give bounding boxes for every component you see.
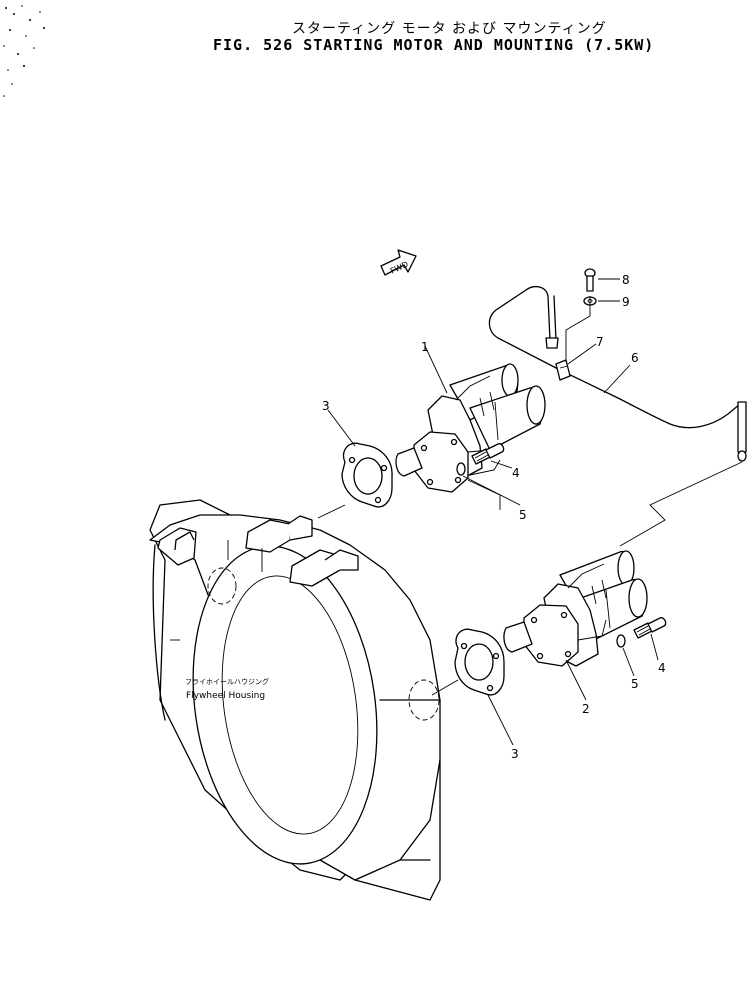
callout-5-lower: 5 [631,677,639,691]
scan-noise [3,5,45,97]
figure-title-english: STARTING MOTOR AND MOUNTING (7.5KW) [303,36,655,54]
figure-number: FIG. 526 [213,36,294,54]
cable [488,285,747,462]
callout-leader-7 [567,343,597,365]
callout-2: 2 [582,702,590,716]
callout-1: 1 [421,340,429,354]
callout-5-upper: 5 [519,508,527,522]
callout-7: 7 [596,335,604,349]
bolt-upper [471,443,505,465]
callout-leader-3b [487,694,514,746]
callout-leader-5a [462,475,521,506]
callout-leader-2 [565,659,587,701]
flywheel-housing [149,499,441,901]
callout-leader-5b [622,647,635,677]
leader-gasket-upper [317,504,346,519]
bolt-lower [633,617,667,639]
connection-line-motor-upper [467,479,501,510]
starting-motor-upper [395,363,546,493]
figure-title: FIG. 526 STARTING MOTOR AND MOUNTING (7.5… [213,36,664,54]
callout-leader-4b [650,633,659,661]
bolt-small [584,268,596,292]
callout-8: 8 [622,273,630,287]
callout-leader-4a [490,460,513,469]
connection-line-motor-lower [619,461,743,547]
washer-upper [456,462,466,476]
callout-4-lower: 4 [658,661,666,675]
connection-line-clip [565,296,591,362]
callout-4-upper: 4 [512,466,520,480]
callout-9: 9 [622,295,630,309]
housing-label-english: Flywheel Housing [186,691,265,701]
washer-lower [616,634,626,648]
callout-leader-6 [603,364,631,394]
forward-arrow-icon: FWD [380,249,417,276]
starting-motor-lower [503,550,648,667]
gasket-lower [454,628,505,696]
leader-gasket-lower [431,679,459,696]
callout-leader-3a [327,409,356,447]
callout-6: 6 [631,351,639,365]
clip [555,359,571,381]
figure-title-japanese: スターティング モータ および マウンティング [292,21,607,37]
housing-label-japanese: フライホイールハウジング [185,677,269,686]
callout-3-lower: 3 [511,747,519,761]
gasket-upper [341,442,393,508]
callout-3-upper: 3 [322,399,330,413]
callout-leader-1 [424,345,448,394]
